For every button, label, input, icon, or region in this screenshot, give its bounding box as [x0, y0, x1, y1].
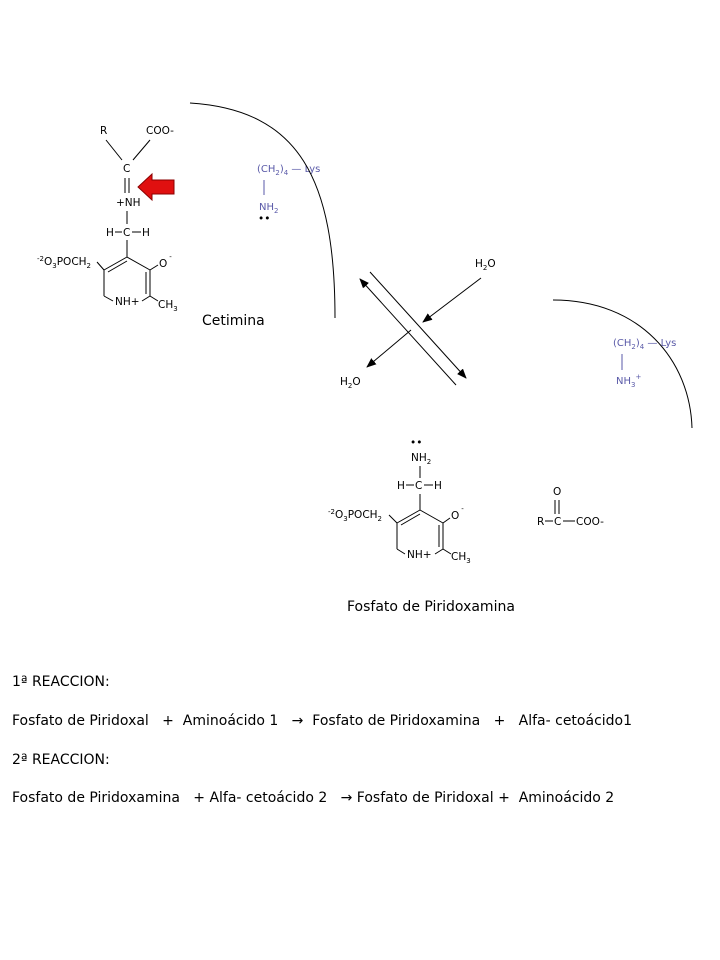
bond-phosphate-ring	[96, 261, 105, 271]
water-right-label: H2O	[475, 258, 496, 272]
water-out-arrow	[366, 329, 412, 368]
pmp-pyridine-ring	[396, 509, 444, 555]
carbon-label: C	[123, 163, 130, 175]
lys-top-amine: NH2	[259, 202, 278, 215]
lys-right-chain-label: (CH2)4 — Lys	[613, 338, 676, 351]
pmp-bond-oxygen	[442, 517, 451, 524]
lys-top-lone-pair: ••	[258, 213, 270, 225]
pmp-bond-phosphate	[388, 514, 398, 524]
pmp-methyl-label: CH3	[451, 551, 471, 565]
lys-right-ammonium: NH3+	[616, 373, 641, 389]
water-left-label: H2O	[340, 376, 361, 390]
water-in-arrow	[422, 277, 482, 323]
bond-r-c	[105, 139, 123, 161]
cetimina-structure: R COO- C +NH H C H NH+ -2O3POCH2	[37, 125, 265, 329]
methyl-label: CH3	[158, 299, 178, 313]
pmp-phosphate-label: -2O3POCH2	[328, 508, 382, 523]
pmp-bond-methyl	[442, 548, 452, 555]
reaction-diagram: R COO- C +NH H C H NH+ -2O3POCH2	[37, 102, 693, 615]
r-group-label: R	[100, 125, 107, 137]
pmp-ring-nitrogen-label: NH+	[407, 549, 432, 561]
hch-h-left: H	[106, 227, 114, 239]
hch-h-right: H	[142, 227, 150, 239]
hch-carbon: C	[123, 227, 130, 239]
lysine-right: (CH2)4 — Lys NH3+	[613, 338, 676, 389]
pmp-amine-label: NH2	[411, 452, 431, 466]
ring-nitrogen-label: NH+	[115, 296, 140, 308]
piridoxamina-structure: •• NH2 H C H NH+ -2O3POCH2 O- CH3 Fosfat…	[328, 437, 515, 615]
pmp-hch-h-right: H	[434, 480, 442, 492]
bond-coo-c	[132, 139, 151, 161]
keto-carbon-label: C	[554, 516, 561, 528]
pmp-hch-h-left: H	[397, 480, 405, 492]
pmp-oxide-label: O-	[451, 505, 464, 522]
enzyme-arc-left	[189, 102, 336, 319]
lys-top-chain-label: (CH2)4 — Lys	[257, 164, 320, 177]
phosphate-label: -2O3POCH2	[37, 255, 91, 270]
forward-arrow	[369, 271, 467, 379]
cetimina-name: Cetimina	[202, 313, 265, 329]
iminium-label: +NH	[116, 197, 141, 209]
enzyme-arc-right	[552, 299, 693, 429]
oxide-label: O-	[159, 253, 172, 270]
pmp-lone-pair: ••	[410, 437, 422, 449]
keto-carboxylate-label: COO-	[576, 516, 604, 528]
reaction-1-title: 1ª REACCION:	[12, 674, 110, 690]
reaction-1-equation: Fosfato de Piridoxal + Aminoácido 1 → Fo…	[12, 713, 633, 729]
lysine-top: (CH2)4 — Lys NH2 ••	[257, 164, 320, 225]
red-pointer-arrow	[137, 172, 175, 202]
bond-ring-oxygen	[149, 264, 159, 271]
reaction-2-equation: Fosfato de Piridoxamina + Alfa- cetoácid…	[12, 790, 615, 806]
pmp-hch-carbon: C	[415, 480, 422, 492]
reaction-2-title: 2ª REACCION:	[12, 752, 110, 768]
bond-ring-methyl	[149, 295, 159, 302]
piridoxamina-name: Fosfato de Piridoxamina	[347, 599, 515, 615]
pyridine-ring	[103, 256, 151, 302]
keto-oxygen-label: O	[553, 486, 561, 498]
keto-r-label: R	[537, 516, 544, 528]
carboxylate-label: COO-	[146, 125, 174, 137]
cetoacido-structure: O R C COO-	[537, 486, 604, 528]
